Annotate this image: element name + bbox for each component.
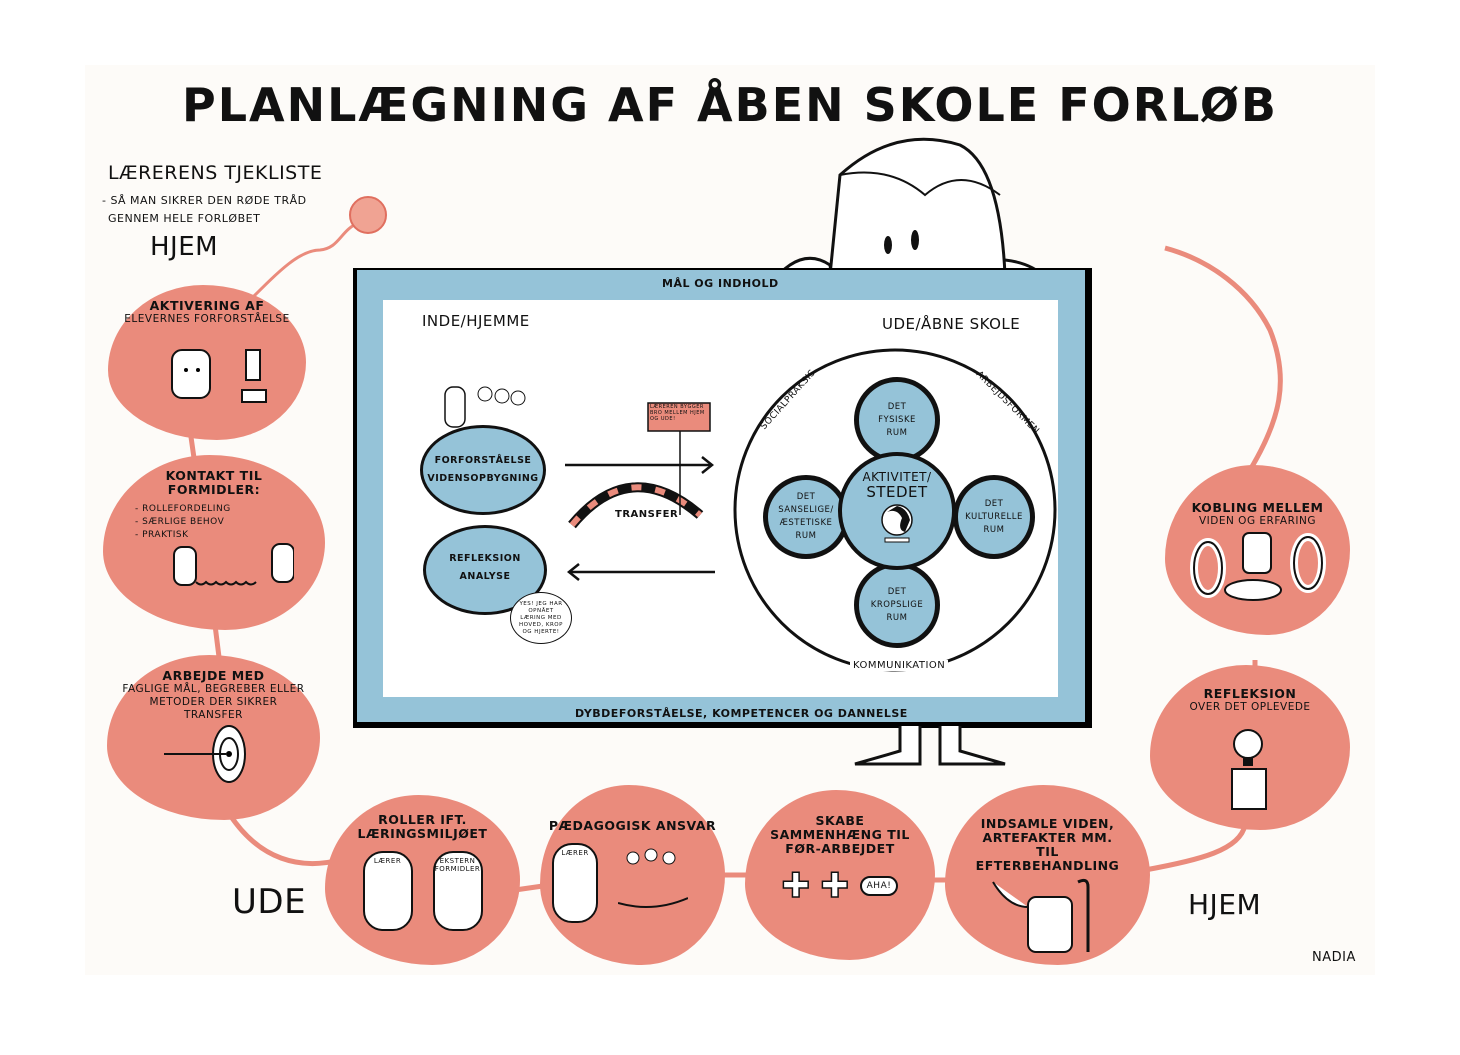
room-line: rum <box>886 427 908 438</box>
room-line: Det <box>887 586 907 597</box>
step-title: Skabe sammenhæng til før-arbejdet <box>770 813 910 856</box>
teacher-figure: Lærer <box>362 851 413 931</box>
room-line: rum <box>983 524 1005 535</box>
arrow-right-head-icon <box>701 456 715 474</box>
depth-understanding-label: Dybdeforståelse, kompetencer og dannelse <box>575 707 908 720</box>
room-kulturelle: Det kulturelle rum <box>953 475 1035 559</box>
room-line: kulturelle <box>965 511 1023 522</box>
sign-board <box>647 402 711 432</box>
center-line: Stedet <box>866 483 928 501</box>
center-aktivitet-stedet: Aktivitet/ Stedet <box>838 452 956 570</box>
arrow-left-head-icon <box>566 563 580 581</box>
goals-content-label: Mål og indhold <box>662 277 779 290</box>
step-kontakt: Kontakt til formidler: - Rollefordeling … <box>103 455 325 630</box>
step-title: Kontakt til formidler: <box>165 468 263 497</box>
room-line: Det <box>984 498 1004 509</box>
bridge-sign-text: Læreren bygger bro mellem hjem og ude! <box>650 404 705 422</box>
step-title: Pædagogisk ansvar <box>548 818 717 833</box>
ring-label-kommunikation: Kommunikation <box>850 660 949 671</box>
step-indsamle: Indsamle viden, artefakter mm. til efter… <box>945 785 1150 965</box>
arrow-left <box>566 563 715 581</box>
bullet: - Praktisk <box>135 530 189 540</box>
room-line: æstetiske <box>779 518 833 528</box>
step-title: Roller ift. <box>378 812 467 827</box>
room-line: Det <box>796 492 816 502</box>
teacher-figure: Lærer <box>552 843 598 923</box>
bubble-line: Forforståelse <box>434 455 532 466</box>
bubble-line: Vidensopbygning <box>427 473 539 484</box>
step-subtitle: viden og erfaring <box>1198 515 1316 527</box>
target-arrow-icon <box>163 725 246 783</box>
step-paedagogisk: Pædagogisk ansvar Lærer <box>540 785 725 965</box>
step-kobling: Kobling mellem viden og erfaring <box>1165 465 1350 635</box>
room-fysiske: Det fysiske rum <box>854 377 940 463</box>
page-title: Planlægning af åben skole forløb <box>182 78 1278 132</box>
step-skabe: Skabe sammenhæng til før-arbejdet ✚ ✚ Ah… <box>745 790 935 960</box>
hjem-label-top: Hjem <box>150 232 219 262</box>
chain-link-icon <box>1189 532 1326 601</box>
hjem-label-bottom: Hjem <box>1188 888 1262 921</box>
ude-aabne-skole-heading: Ude/åbne skole <box>882 315 1021 333</box>
puzzle-piece-icon: ✚ <box>781 865 811 907</box>
checklist-heading: Lærerens tjekliste <box>108 162 323 184</box>
step-roller: Roller ift. læringsmiljøet Lærer Ekstern… <box>325 795 520 965</box>
transfer-label: Transfer <box>615 509 679 520</box>
bullet: - Rollefordeling <box>135 504 231 514</box>
checklist-subtitle: - Så man sikrer den røde tråd <box>102 194 307 207</box>
step-refleksion: Refleksion over det oplevede <box>1150 665 1350 830</box>
step-bullets: - Rollefordeling - Særlige behov - Prakt… <box>135 503 325 542</box>
step-title: Aktivering af <box>149 298 265 313</box>
globe-icon <box>881 504 913 543</box>
step-title: Refleksion <box>1203 686 1297 701</box>
bullet: - Særlige behov <box>135 517 225 527</box>
step-subtitle: over det oplevede <box>1189 701 1311 713</box>
head-with-shower-icon <box>991 878 1089 953</box>
artist-signature: Nadia <box>1312 950 1356 965</box>
bubble-line: Analyse <box>459 571 511 582</box>
classroom-teacher-icon <box>444 386 526 428</box>
step-title: Indsamle viden, artefakter mm. til efter… <box>975 816 1120 873</box>
children-in-hand-icon <box>618 848 688 908</box>
step-subtitle: elevernes forforståelse <box>124 313 290 325</box>
step-arbejde: Arbejde med faglige mål, begreber eller … <box>107 655 320 820</box>
room-sanselige: Det sanselige/æstetiske rum <box>763 475 849 559</box>
step-title: Arbejde med <box>162 668 265 683</box>
external-educator-figure: Ekstern formidler <box>432 851 483 931</box>
step-subtitle: faglige mål, begreber eller metoder der … <box>122 683 305 721</box>
room-line: rum <box>886 612 908 623</box>
step-title: Kobling mellem <box>1191 500 1324 515</box>
step-subtitle: læringsmiljøet <box>357 826 488 841</box>
bubble-line: Refleksion <box>449 553 521 564</box>
room-line: sanselige/ <box>778 505 834 515</box>
puzzle-piece-icon: ✚ <box>820 865 850 907</box>
room-line: kropslige <box>870 599 924 610</box>
room-line: Det <box>887 401 907 412</box>
eye-icon <box>884 236 892 254</box>
head-with-button-icon <box>171 349 267 403</box>
forforstaaelse-bubble: Forforståelse Vidensopbygning <box>420 425 546 515</box>
aha-thought-bubble: Aha! <box>859 876 899 896</box>
step-aktivering: Aktivering af elevernes forforståelse <box>108 285 306 440</box>
phone-call-icon <box>173 543 295 586</box>
center-line: Aktivitet/ <box>862 470 932 484</box>
room-line: fysiske <box>878 414 916 425</box>
room-kropslige: Det kropslige rum <box>854 562 940 648</box>
eye-icon <box>911 230 919 250</box>
ude-label: Ude <box>232 882 307 922</box>
room-line: rum <box>795 531 817 541</box>
speech-bubble: Yes! Jeg har opnået læring med hoved, kr… <box>510 592 572 644</box>
checklist-subtitle-2: gennem hele forløbet <box>108 212 261 225</box>
yarn-ball-icon <box>349 196 387 234</box>
inde-hjemme-heading: Inde/hjemme <box>422 312 530 330</box>
character-legs <box>854 726 1006 766</box>
lightbulb-head-icon <box>1231 729 1267 810</box>
transfer-illustration <box>565 402 715 529</box>
